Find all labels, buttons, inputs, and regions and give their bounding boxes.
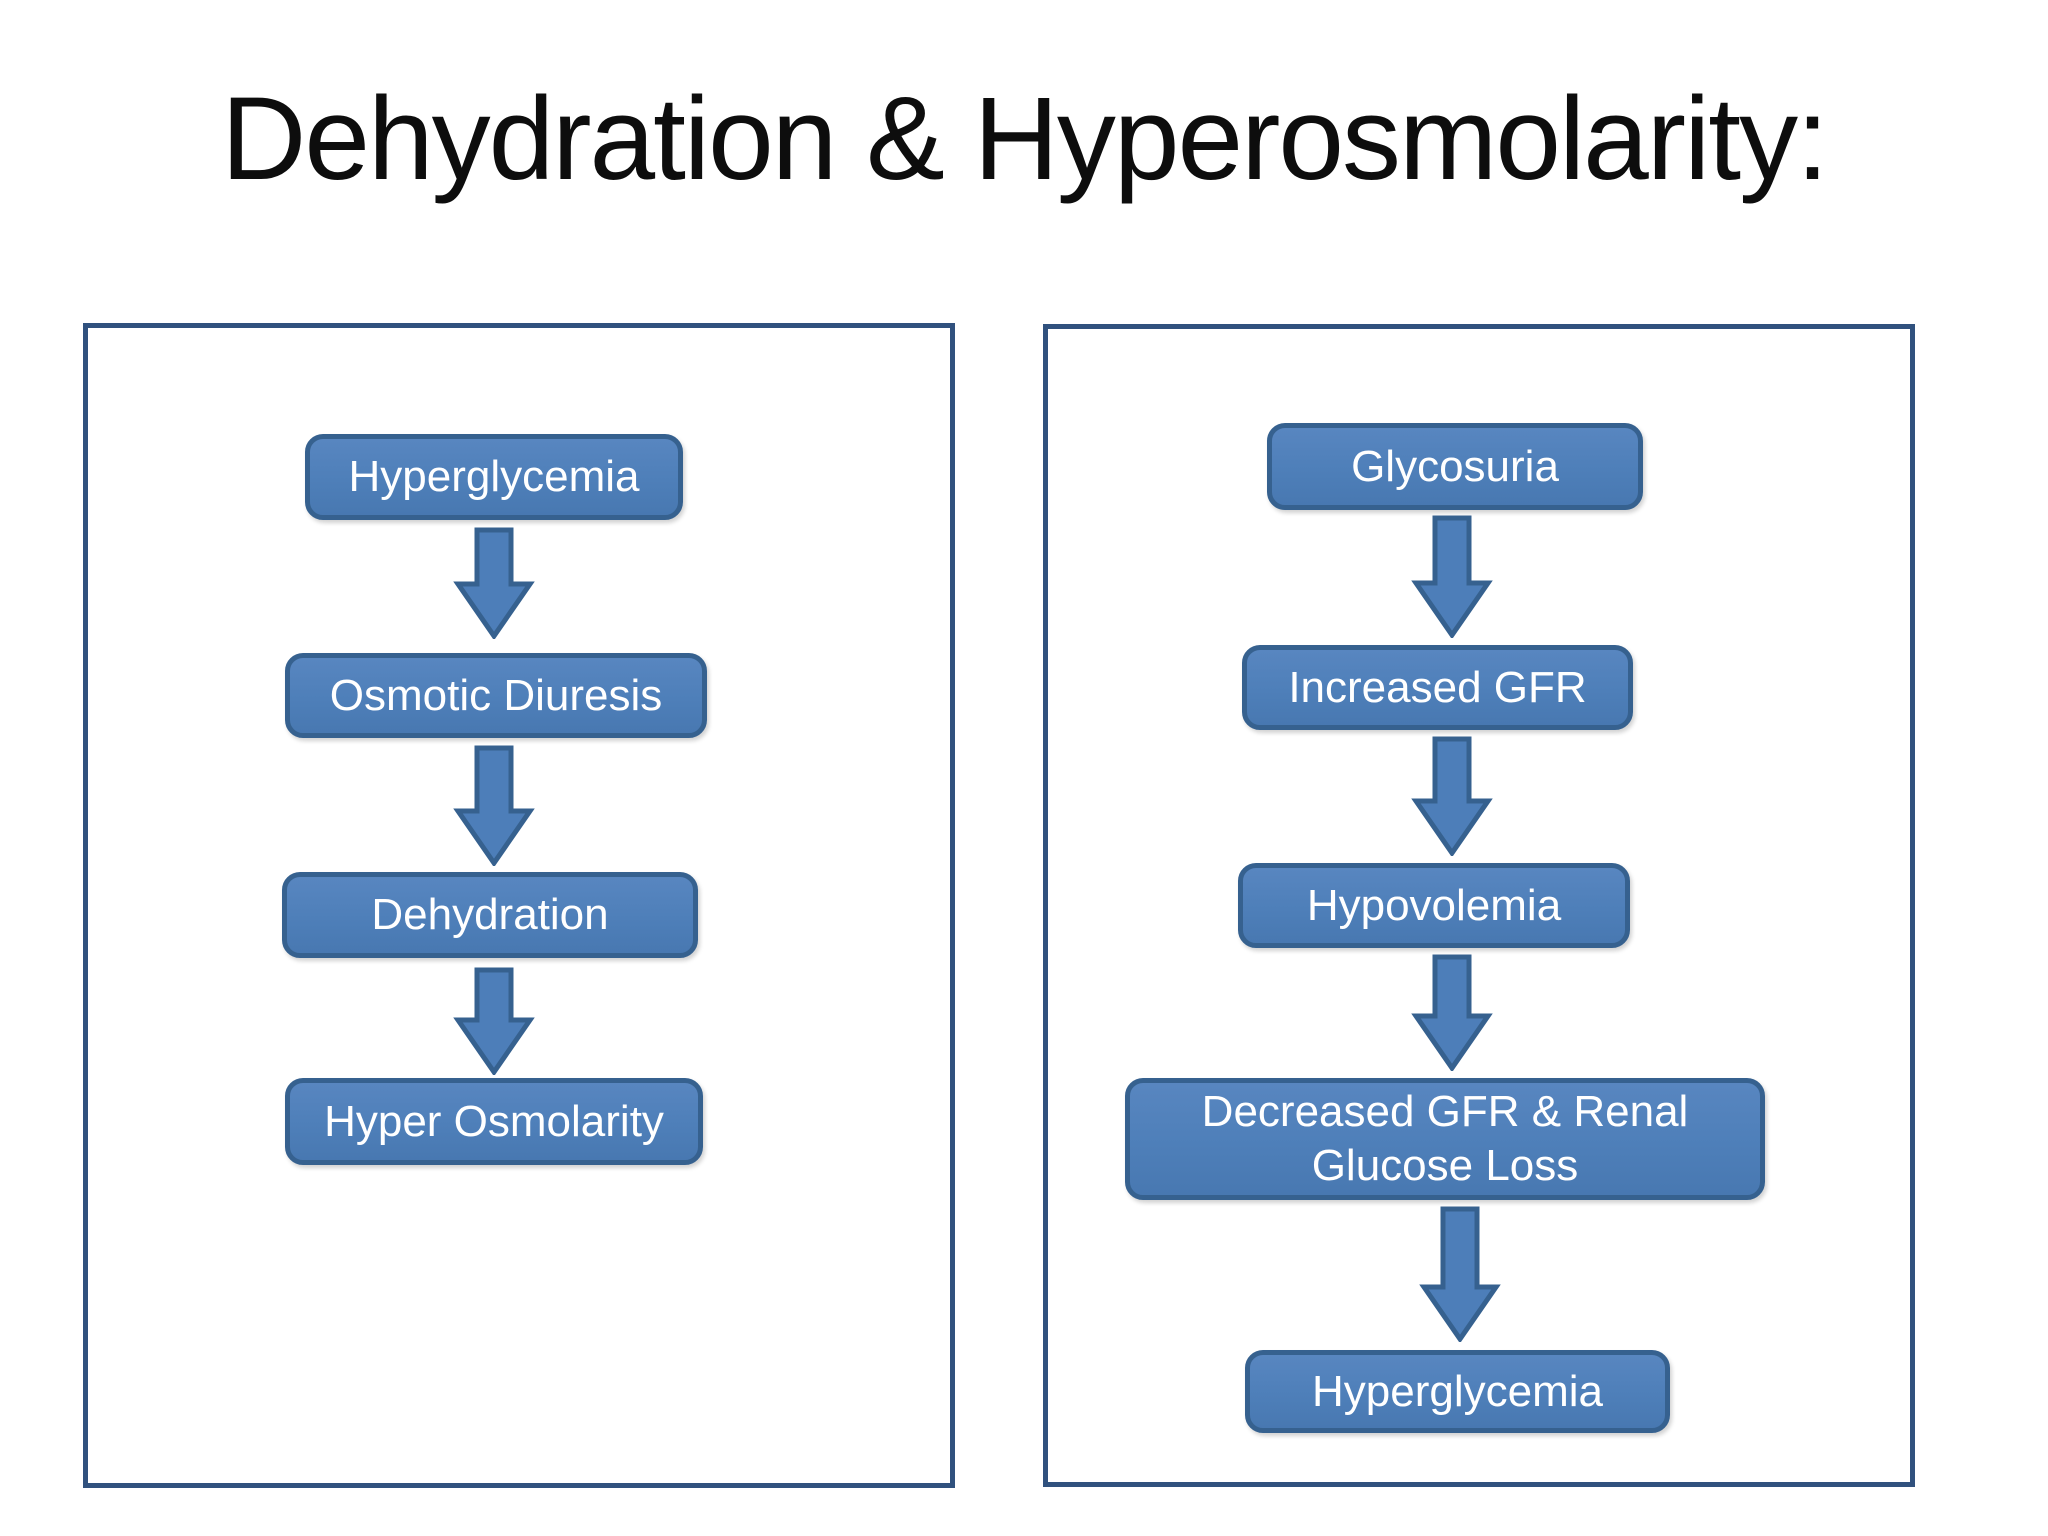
down-arrow-icon (1411, 515, 1493, 638)
down-arrow-icon (453, 745, 535, 866)
down-arrow-icon (1419, 1206, 1501, 1342)
right-flowchart-panel: Glycosuria Increased GFR Hypovolemia Dec… (1043, 324, 1915, 1487)
left-flowchart-panel: Hyperglycemia Osmotic Diuresis Dehydrati… (83, 323, 955, 1488)
node-glycosuria: Glycosuria (1267, 423, 1643, 510)
down-arrow-icon (1411, 736, 1493, 856)
node-osmotic-diuresis: Osmotic Diuresis (285, 653, 707, 738)
node-hyperglycemia-right: Hyperglycemia (1245, 1350, 1670, 1433)
node-hypovolemia: Hypovolemia (1238, 863, 1630, 948)
down-arrow-icon (453, 527, 535, 639)
node-hyperglycemia-left: Hyperglycemia (305, 434, 683, 520)
node-hyper-osmolarity: Hyper Osmolarity (285, 1078, 703, 1165)
node-decreased-gfr-renal-glucose-loss: Decreased GFR & Renal Glucose Loss (1125, 1078, 1765, 1200)
node-dehydration: Dehydration (282, 872, 698, 958)
slide-title: Dehydration & Hyperosmolarity: (221, 73, 1829, 205)
down-arrow-icon (453, 967, 535, 1075)
node-increased-gfr: Increased GFR (1242, 645, 1633, 730)
down-arrow-icon (1411, 954, 1493, 1071)
